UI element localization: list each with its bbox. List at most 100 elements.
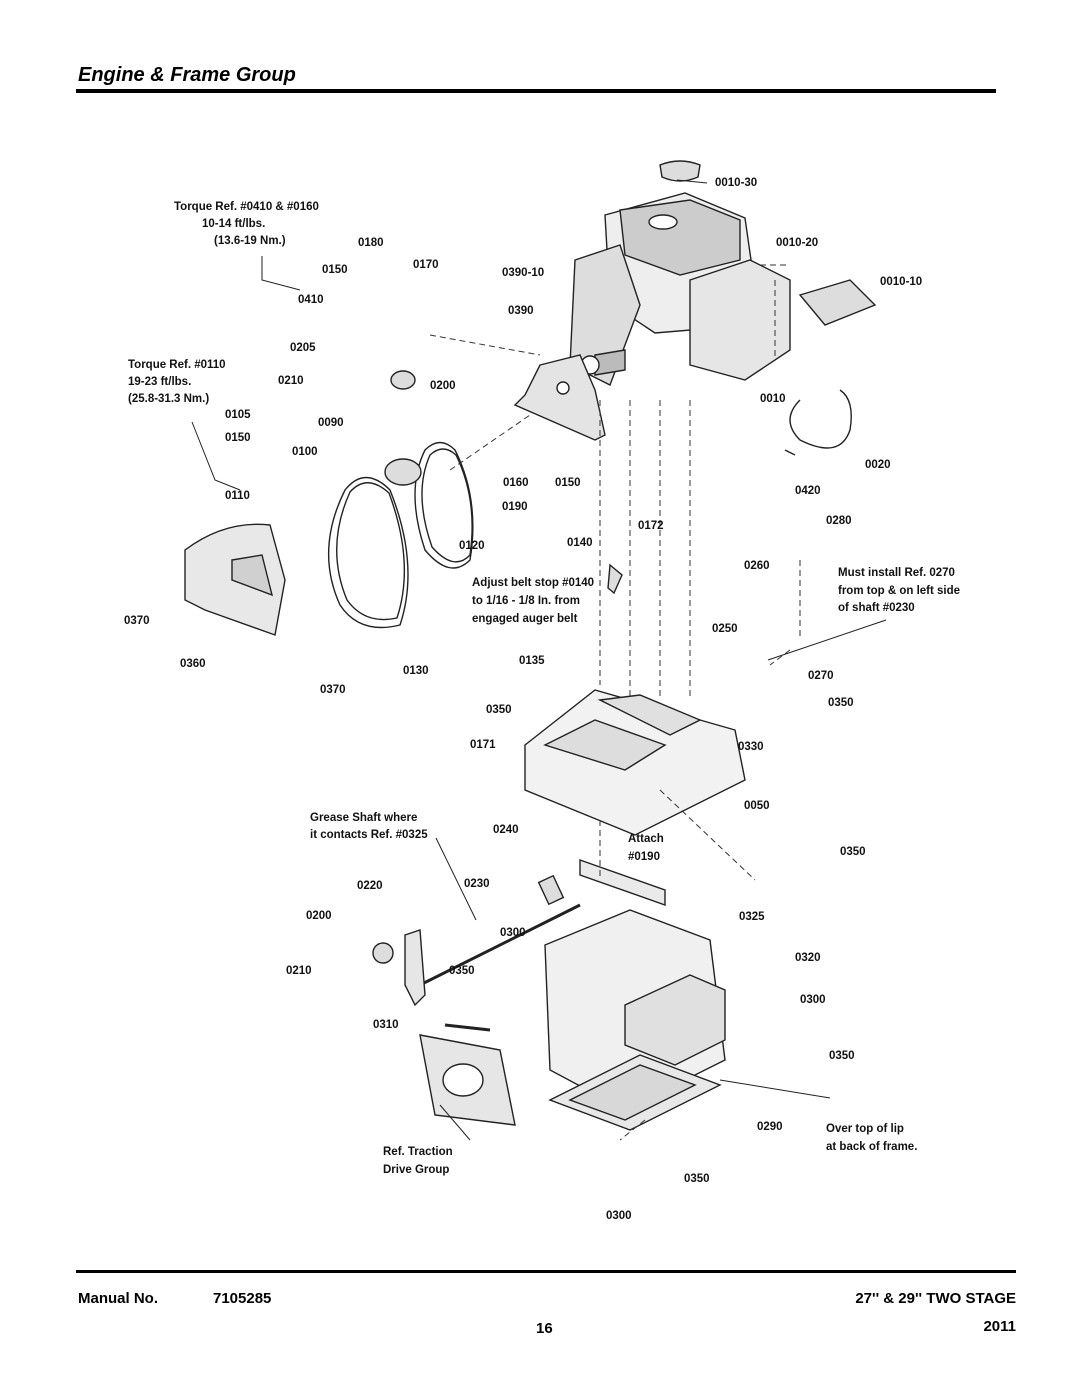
torque-note-0110-line-3: (25.8-31.3 Nm.)	[128, 393, 209, 405]
callout-0370: 0370	[124, 615, 150, 627]
drive-belts-illustration	[328, 370, 474, 629]
traction-note-line-2: Drive Group	[383, 1164, 449, 1176]
header-rule	[76, 89, 996, 93]
traction-note-line-1: Ref. Traction	[383, 1146, 453, 1158]
callout-0260: 0260	[744, 560, 770, 572]
callout-0350: 0350	[829, 1050, 855, 1062]
callout-0110: 0110	[225, 490, 250, 502]
callout-0180: 0180	[358, 237, 384, 249]
torque-note-0410-line-2: 10-14 ft/lbs.	[202, 218, 265, 230]
install-note-line-3: of shaft #0230	[838, 602, 915, 614]
callout-0310: 0310	[373, 1019, 399, 1031]
belt-stop-note-line-2: to 1/16 - 1/8 In. from	[472, 595, 580, 607]
callout-0270: 0270	[808, 670, 834, 682]
callout-0205: 0205	[290, 342, 316, 354]
wire-harness-illustration	[784, 389, 852, 456]
callout-0105: 0105	[225, 409, 251, 421]
belt-stop-note-line-1: Adjust belt stop #0140	[472, 577, 594, 589]
callout-0200: 0200	[306, 910, 332, 922]
page-number: 16	[536, 1320, 553, 1337]
shaft-illustration	[372, 874, 581, 1007]
attach-note-line-1: Attach	[628, 833, 664, 845]
callout-0170: 0170	[413, 259, 439, 271]
callout-0210: 0210	[286, 965, 312, 977]
callout-0290: 0290	[757, 1121, 783, 1133]
callout-0171: 0171	[470, 739, 496, 751]
callout-0140: 0140	[567, 537, 593, 549]
lip-note-line-2: at back of frame.	[826, 1141, 917, 1153]
attach-note-line-2: #0190	[628, 851, 660, 863]
callout-0190: 0190	[502, 501, 528, 513]
callout-labels: 0010-30 0010-20 0010-10 0010 0020 0180 0…	[124, 177, 922, 1222]
assembly-lines	[429, 264, 801, 1141]
callout-0135: 0135	[519, 655, 545, 667]
callout-0350: 0350	[449, 965, 475, 977]
callout-0280: 0280	[826, 515, 852, 527]
callout-0150: 0150	[322, 264, 348, 276]
traction-drive-illustration	[419, 1023, 516, 1126]
lip-note-line-1: Over top of lip	[826, 1123, 904, 1135]
torque-note-0410-line-3: (13.6-19 Nm.)	[214, 235, 286, 247]
callout-0350: 0350	[486, 704, 512, 716]
grease-note-line-2: it contacts Ref. #0325	[310, 829, 428, 841]
callout-0050: 0050	[744, 800, 770, 812]
callout-0210: 0210	[278, 375, 304, 387]
callout-0370: 0370	[320, 684, 346, 696]
callout-0010-30: 0010-30	[715, 177, 757, 189]
callout-0130: 0130	[403, 665, 429, 677]
callout-0360: 0360	[180, 658, 206, 670]
torque-note-0410-line-1: Torque Ref. #0410 & #0160	[174, 201, 319, 213]
callout-0220: 0220	[357, 880, 383, 892]
manual-number: 7105285	[213, 1290, 272, 1307]
torque-note-0110-line-1: Torque Ref. #0110	[128, 359, 226, 371]
belt-cover-illustration	[184, 523, 286, 636]
callout-0160: 0160	[503, 477, 529, 489]
callout-0150: 0150	[555, 477, 581, 489]
manual-label: Manual No.	[78, 1290, 159, 1307]
engine-illustration	[569, 160, 791, 386]
callout-0010: 0010	[760, 393, 786, 405]
pulley-bracket-illustration	[513, 354, 606, 441]
callout-0300: 0300	[500, 927, 526, 939]
callout-0100: 0100	[292, 446, 318, 458]
grease-note-line-1: Grease Shaft where	[310, 812, 417, 824]
heat-shield-illustration	[798, 279, 877, 326]
install-note-line-2: from top & on left side	[838, 585, 960, 597]
auger-frame-illustration	[544, 859, 726, 1131]
torque-note-0110-line-2: 19-23 ft/lbs.	[128, 376, 191, 388]
callout-0350: 0350	[840, 846, 866, 858]
model-name: 27'' & 29'' TWO STAGE	[855, 1290, 1016, 1307]
frame-plate-illustration	[524, 689, 746, 836]
assembly-notes: Torque Ref. #0410 & #0160 10-14 ft/lbs. …	[128, 201, 960, 1176]
belt-stop-illustration	[607, 563, 623, 595]
callout-0390-10: 0390-10	[502, 267, 544, 279]
callout-0420: 0420	[795, 485, 821, 497]
callout-0320: 0320	[795, 952, 821, 964]
leader-lines	[191, 179, 887, 1141]
callout-0240: 0240	[493, 824, 519, 836]
callout-0090: 0090	[318, 417, 344, 429]
model-year: 2011	[983, 1318, 1016, 1335]
callout-0150: 0150	[225, 432, 251, 444]
callout-0350: 0350	[684, 1173, 710, 1185]
callout-0390: 0390	[508, 305, 534, 317]
callout-0300: 0300	[606, 1210, 632, 1222]
callout-0330: 0330	[738, 741, 764, 753]
callout-0120: 0120	[459, 540, 485, 552]
callout-0250: 0250	[712, 623, 738, 635]
callout-0010-10: 0010-10	[880, 276, 922, 288]
callout-0010-20: 0010-20	[776, 237, 818, 249]
install-note-line-1: Must install Ref. 0270	[838, 567, 955, 579]
callout-0350: 0350	[828, 697, 854, 709]
callout-0020: 0020	[865, 459, 891, 471]
callout-0325: 0325	[739, 911, 765, 923]
callout-0230: 0230	[464, 878, 490, 890]
page-title: Engine & Frame Group	[78, 64, 296, 86]
footer-rule	[76, 1270, 1016, 1273]
callout-0172: 0172	[638, 520, 664, 532]
callout-0410: 0410	[298, 294, 324, 306]
belt-stop-note-line-3: engaged auger belt	[472, 613, 578, 625]
callout-0200: 0200	[430, 380, 456, 392]
callout-0300: 0300	[800, 994, 826, 1006]
